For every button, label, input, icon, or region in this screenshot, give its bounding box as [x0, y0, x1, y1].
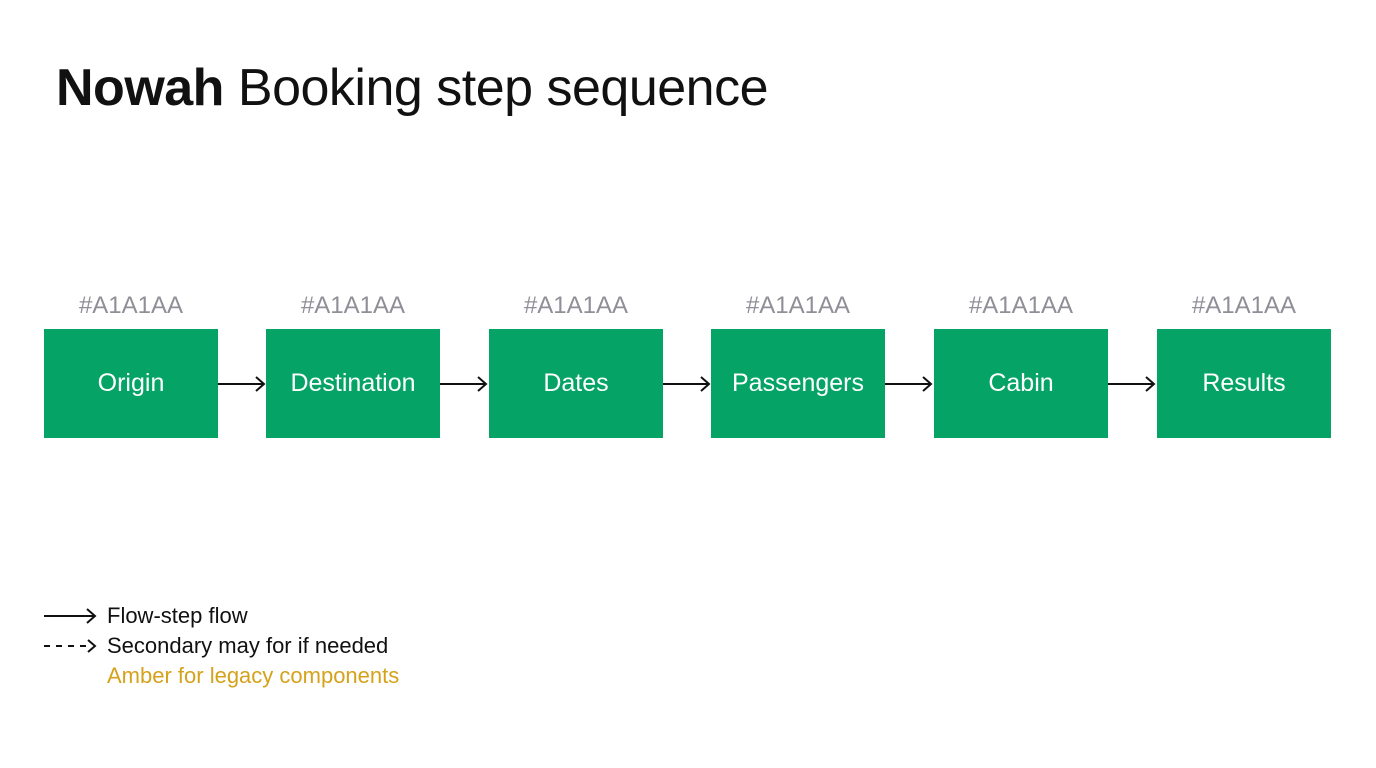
- step-caption-dates: #A1A1AA: [523, 292, 629, 319]
- step-label-origin: Origin: [97, 369, 165, 397]
- flow-arrow-icon: [218, 376, 266, 392]
- step-label-results: Results: [1202, 369, 1286, 397]
- flow-arrow-icon: [663, 376, 711, 392]
- brand-name: Nowah: [56, 59, 224, 117]
- step-box-destination: Destination: [266, 329, 440, 438]
- step-box-results: Results: [1157, 329, 1331, 438]
- legend-amber-text: Amber for legacy components: [107, 663, 400, 688]
- step-caption-results: #A1A1AA: [1191, 292, 1297, 319]
- title-text: Booking step sequence: [237, 59, 769, 117]
- flow-arrow-icon: [440, 376, 488, 392]
- legend-primary-text: Flow-step flow: [107, 603, 248, 628]
- step-label-passengers: Passengers: [731, 369, 865, 397]
- legend-amber: Amber for legacy components: [44, 661, 399, 691]
- step-caption-origin: #A1A1AA: [78, 292, 184, 319]
- step-label-destination: Destination: [290, 369, 416, 397]
- step-box-origin: Origin: [44, 329, 218, 438]
- flow-arrow-icon: [885, 376, 933, 392]
- step-caption-passengers: #A1A1AA: [745, 292, 851, 319]
- legend-secondary: Secondary may for if needed: [44, 631, 388, 661]
- legend-spacer: [44, 666, 100, 686]
- page-title: Nowah Booking step sequence: [56, 56, 769, 120]
- step-label-dates: Dates: [543, 369, 609, 397]
- solid-arrow-icon: [44, 608, 97, 624]
- step-label-cabin: Cabin: [988, 369, 1054, 397]
- step-caption-destination: #A1A1AA: [300, 292, 406, 319]
- step-caption-cabin: #A1A1AA: [968, 292, 1074, 319]
- step-box-passengers: Passengers: [711, 329, 885, 438]
- legend-secondary-text: Secondary may for if needed: [107, 633, 389, 658]
- step-box-cabin: Cabin: [934, 329, 1108, 438]
- dashed-arrow-icon: [44, 639, 97, 653]
- flow-arrow-icon: [1108, 376, 1156, 392]
- step-box-dates: Dates: [489, 329, 663, 438]
- legend-primary: Flow-step flow: [44, 601, 248, 631]
